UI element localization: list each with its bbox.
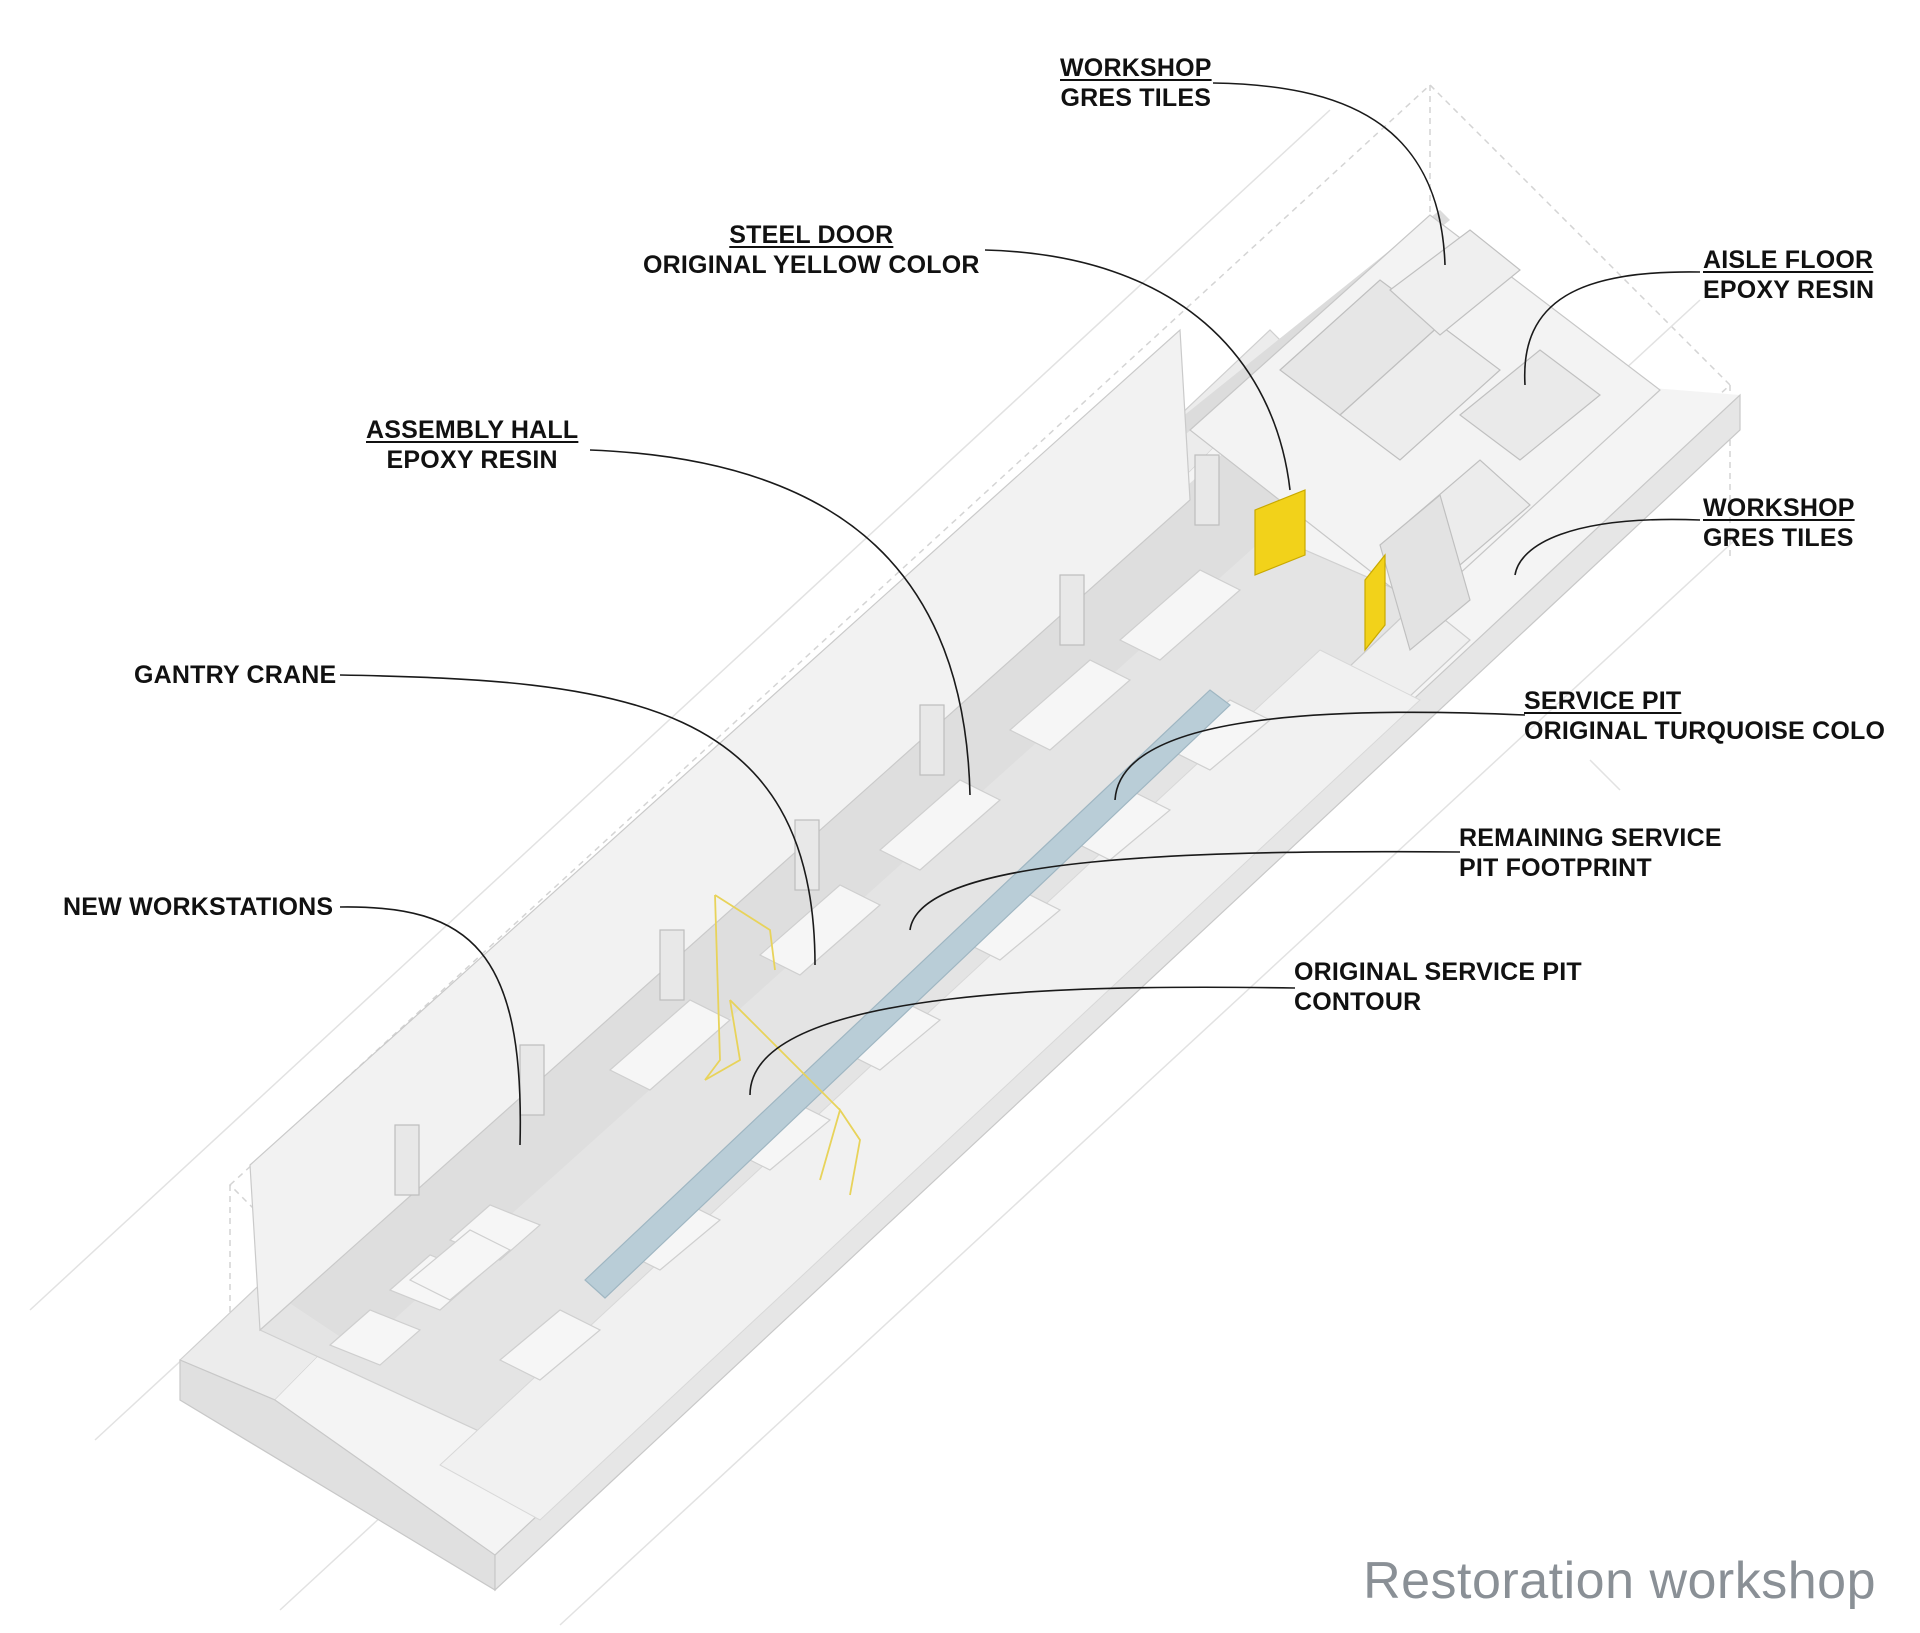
- label-workshop-top-sub: GRES TILES: [1060, 84, 1212, 112]
- label-workshop-right-sub: GRES TILES: [1703, 524, 1854, 552]
- label-aisle-floor: AISLE FLOOR EPOXY RESIN: [1703, 245, 1874, 305]
- label-new-workstations-title: NEW WORKSTATIONS: [63, 893, 334, 921]
- label-original-pit-sub: CONTOUR: [1294, 988, 1422, 1016]
- label-workshop-right-title: WORKSHOP: [1703, 494, 1855, 522]
- label-original-pit-title: ORIGINAL SERVICE PIT: [1294, 958, 1582, 986]
- label-original-pit: ORIGINAL SERVICE PIT CONTOUR: [1294, 957, 1582, 1017]
- label-service-pit-title: SERVICE PIT: [1524, 687, 1682, 715]
- label-assembly-hall: ASSEMBLY HALL EPOXY RESIN: [366, 415, 578, 475]
- label-remaining-pit-sub: PIT FOOTPRINT: [1459, 854, 1652, 882]
- label-assembly-hall-sub: EPOXY RESIN: [386, 446, 558, 474]
- label-workshop-top-title: WORKSHOP: [1060, 54, 1212, 82]
- service-pit: [584, 689, 1231, 1299]
- label-new-workstations: NEW WORKSTATIONS: [63, 892, 333, 922]
- service-rooms: [1189, 214, 1661, 652]
- label-gantry-crane: GANTRY CRANE: [134, 660, 336, 690]
- label-remaining-pit-title: REMAINING SERVICE: [1459, 824, 1722, 852]
- label-workshop-right: WORKSHOP GRES TILES: [1703, 493, 1855, 553]
- gantry-crane: [704, 894, 861, 1196]
- leader-lines: [339, 82, 1701, 1146]
- drawing-caption: Restoration workshop: [1363, 1552, 1876, 1610]
- label-steel-door-sub: ORIGINAL YELLOW COLOR: [643, 251, 980, 279]
- label-aisle-floor-title: AISLE FLOOR: [1703, 246, 1874, 274]
- steel-doors: [1254, 489, 1386, 652]
- label-gantry-crane-title: GANTRY CRANE: [134, 661, 337, 689]
- label-workshop-top: WORKSHOP GRES TILES: [1060, 53, 1212, 113]
- label-assembly-hall-title: ASSEMBLY HALL: [366, 416, 579, 444]
- label-service-pit: SERVICE PIT ORIGINAL TURQUOISE COLO: [1524, 686, 1885, 746]
- label-aisle-floor-sub: EPOXY RESIN: [1703, 276, 1875, 304]
- label-steel-door: STEEL DOOR ORIGINAL YELLOW COLOR: [643, 220, 980, 280]
- label-remaining-pit: REMAINING SERVICE PIT FOOTPRINT: [1459, 823, 1722, 883]
- label-service-pit-sub: ORIGINAL TURQUOISE COLO: [1524, 717, 1886, 745]
- rear-wall: [249, 328, 1220, 1332]
- label-steel-door-title: STEEL DOOR: [729, 221, 894, 249]
